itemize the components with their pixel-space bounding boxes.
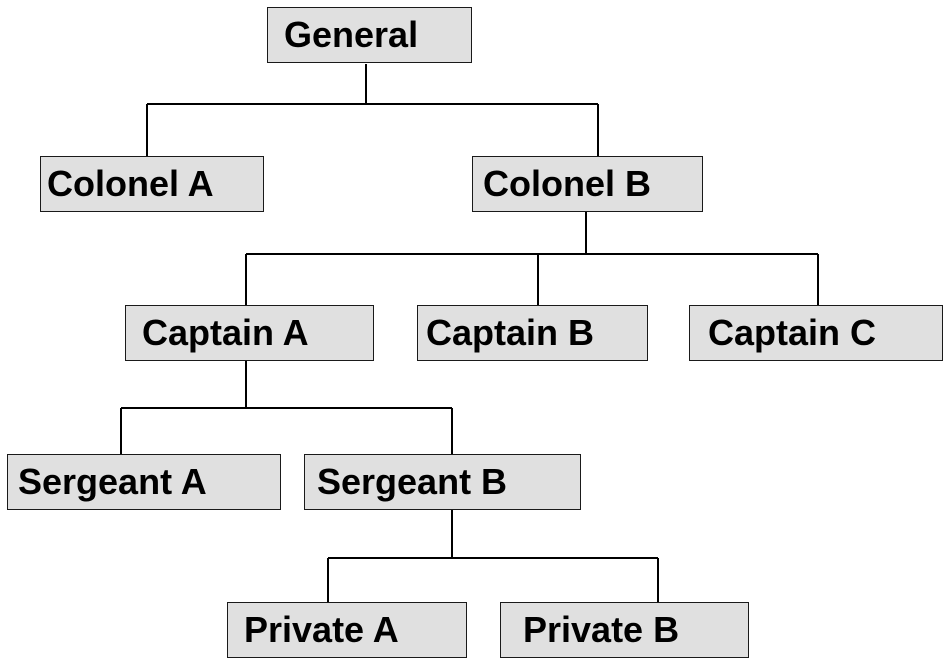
node-captain-c: Captain C — [689, 305, 943, 361]
node-label: Private B — [523, 609, 680, 650]
node-sergeant-b: Sergeant B — [304, 454, 581, 510]
connector-colonel-b-captains — [245, 212, 819, 305]
node-label: Colonel B — [483, 163, 651, 204]
node-general: General — [267, 7, 472, 63]
node-label: Sergeant A — [18, 461, 207, 502]
node-label: General — [284, 14, 419, 55]
node-label: Captain C — [708, 312, 877, 353]
node-label: Captain B — [426, 312, 595, 353]
node-private-a: Private A — [227, 602, 467, 658]
node-captain-b: Captain B — [417, 305, 648, 361]
node-label: Captain A — [142, 312, 309, 353]
node-private-b: Private B — [500, 602, 749, 658]
node-label: Private A — [244, 609, 399, 650]
node-label: Sergeant B — [317, 461, 508, 502]
connector-captain-a-sergeants — [120, 360, 453, 454]
node-colonel-a: Colonel A — [40, 156, 264, 212]
connector-sergeant-b-privates — [327, 509, 659, 602]
node-colonel-b: Colonel B — [472, 156, 703, 212]
node-captain-a: Captain A — [125, 305, 374, 361]
connector-general-colonels — [146, 64, 599, 156]
node-sergeant-a: Sergeant A — [7, 454, 281, 510]
node-label: Colonel A — [47, 163, 214, 204]
